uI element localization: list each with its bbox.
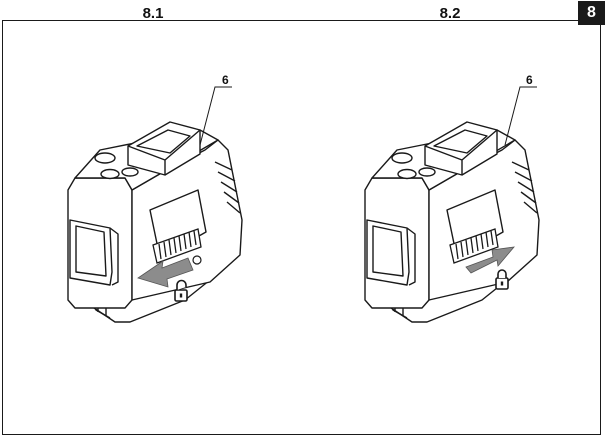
callout-leader-8-1	[199, 86, 232, 146]
unlocked-padlock-icon	[174, 279, 188, 302]
figure-frame	[2, 20, 601, 435]
locked-padlock-icon	[495, 269, 509, 290]
arrow-left-icon	[137, 257, 194, 288]
laser-device-8-2	[364, 121, 540, 323]
callout-number-8-2: 6	[526, 73, 533, 87]
callout-leader-8-2	[504, 86, 537, 146]
figure-title-8-1: 8.1	[142, 5, 164, 22]
laser-device-8-1	[67, 121, 243, 323]
arrow-right-icon	[465, 246, 515, 274]
callout-number-8-1: 6	[222, 73, 229, 87]
figure-title-8-2: 8.2	[439, 5, 461, 22]
page-number-tab: 8	[578, 1, 605, 25]
